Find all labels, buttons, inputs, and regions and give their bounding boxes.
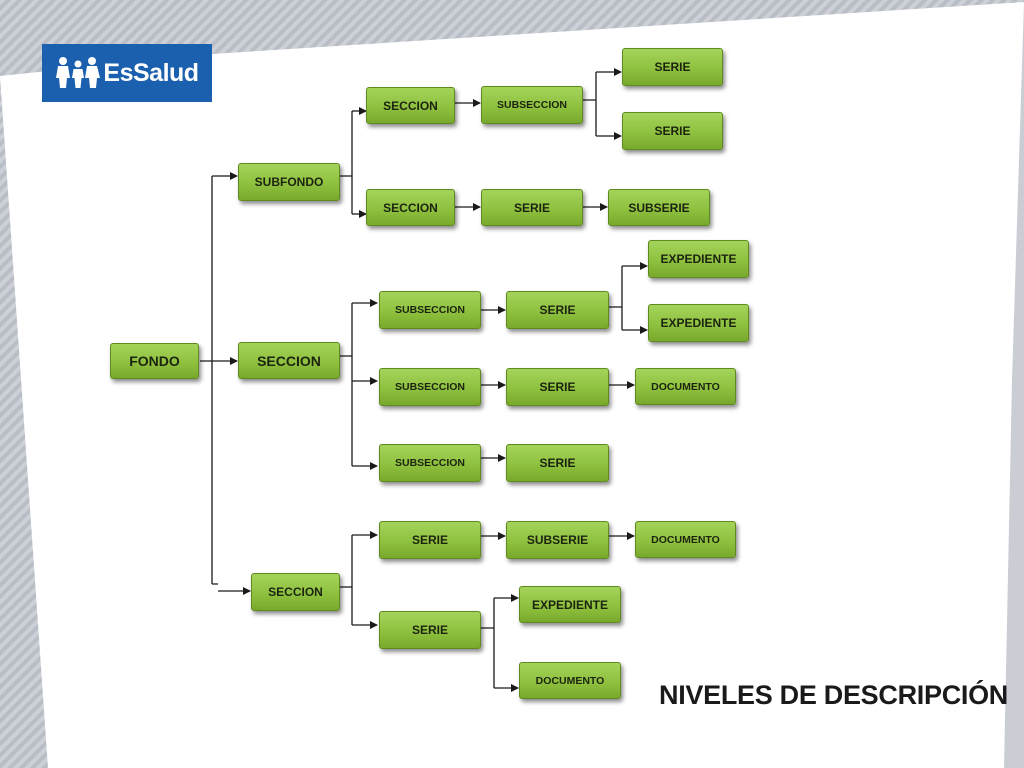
connector-serie-g-trunk	[481, 598, 495, 688]
node-serie-f: SERIE	[379, 521, 481, 559]
node-serie-a1: SERIE	[622, 48, 723, 86]
node-expediente-c2: EXPEDIENTE	[648, 304, 749, 342]
connector-seccion-low-trunk	[340, 535, 353, 625]
node-subseccion-e: SUBSECCION	[379, 444, 481, 482]
node-documento-g: DOCUMENTO	[519, 662, 621, 699]
node-expediente-c1: EXPEDIENTE	[648, 240, 749, 278]
connector-fondo-seccion-low	[212, 584, 250, 591]
node-subseccion-a: SUBSECCION	[481, 86, 583, 124]
connector-subfondo-trunk	[340, 111, 353, 214]
node-serie-e: SERIE	[506, 444, 609, 482]
node-seccion-main: SECCION	[238, 342, 340, 379]
node-subserie-f: SUBSERIE	[506, 521, 609, 559]
node-subserie-b: SUBSERIE	[608, 189, 710, 226]
family-icon	[56, 57, 101, 88]
node-documento-d: DOCUMENTO	[635, 368, 736, 405]
node-seccion-a: SECCION	[366, 87, 455, 124]
connector-serie-c-trunk	[609, 266, 623, 330]
node-serie-b: SERIE	[481, 189, 583, 226]
essalud-logo: EsSalud	[42, 44, 212, 102]
node-seccion-b: SECCION	[366, 189, 455, 226]
node-expediente-g: EXPEDIENTE	[519, 586, 621, 623]
node-subseccion-c: SUBSECCION	[379, 291, 481, 329]
node-serie-d: SERIE	[506, 368, 609, 406]
node-serie-a2: SERIE	[622, 112, 723, 150]
node-fondo: FONDO	[110, 343, 199, 379]
node-subseccion-d: SUBSECCION	[379, 368, 481, 406]
node-seccion-low: SECCION	[251, 573, 340, 611]
connector-seccion-main-trunk	[340, 303, 353, 466]
connector-subseccion-a-trunk	[583, 72, 597, 136]
brand-name: EsSalud	[103, 58, 199, 87]
node-subfondo: SUBFONDO	[238, 163, 340, 201]
slide-title: NIVELES DE DESCRIPCIÓN	[659, 680, 1008, 710]
connector-fondo-trunk	[200, 176, 213, 584]
node-serie-g: SERIE	[379, 611, 481, 649]
node-serie-c: SERIE	[506, 291, 609, 329]
node-documento-f: DOCUMENTO	[635, 521, 736, 558]
